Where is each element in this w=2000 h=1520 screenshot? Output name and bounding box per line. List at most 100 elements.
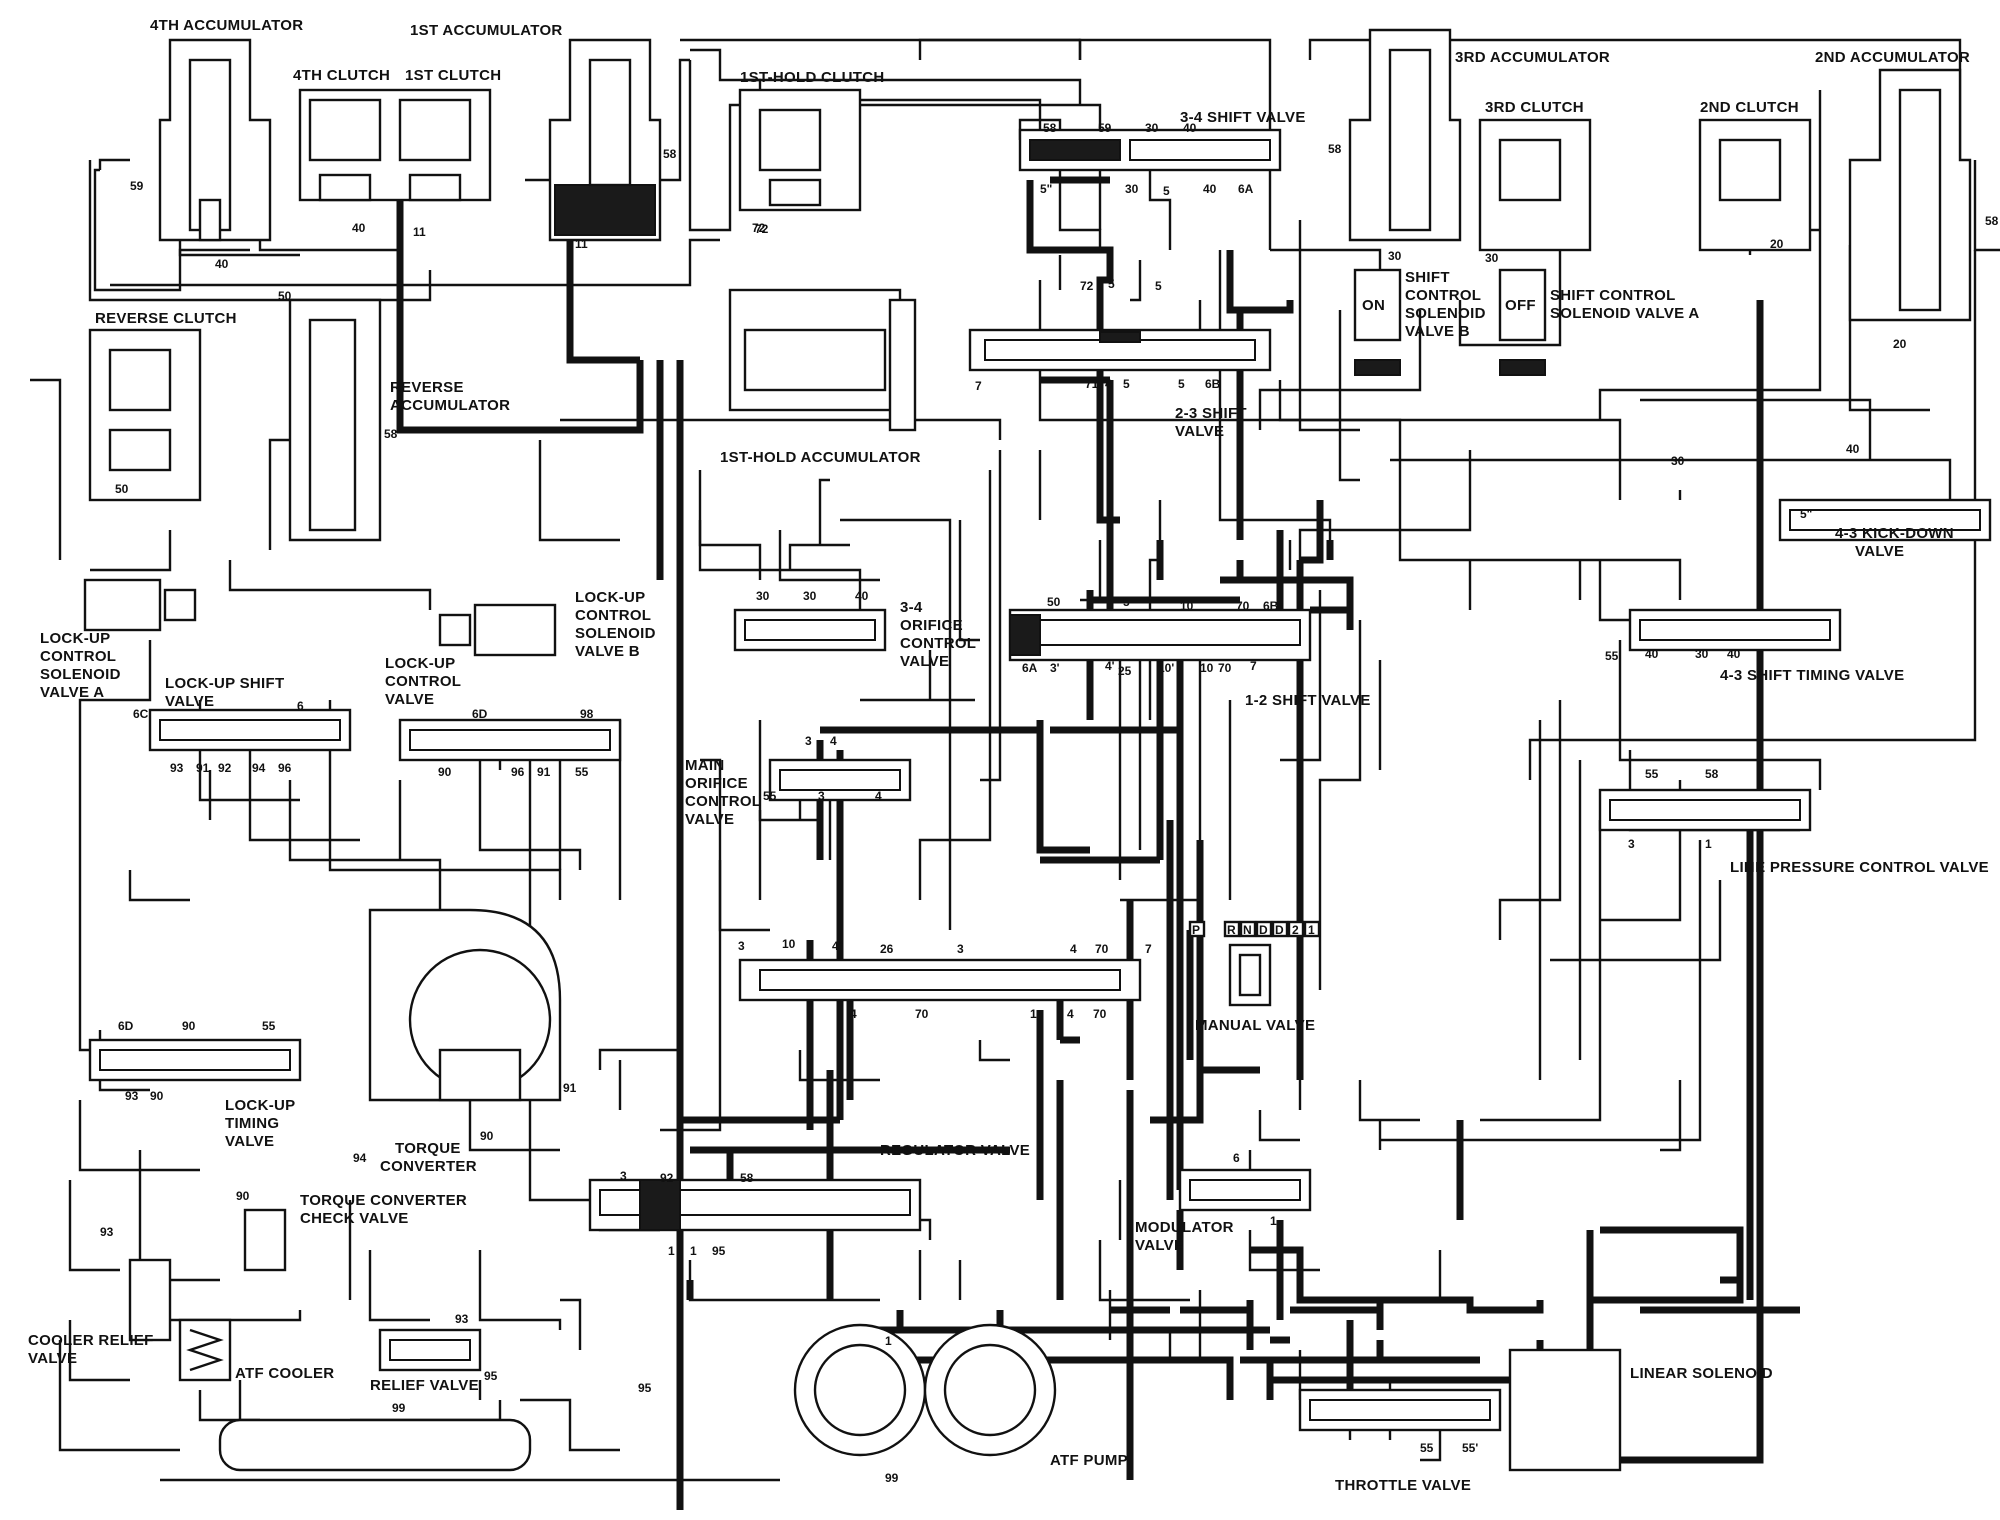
atf-cooler	[178, 1318, 232, 1382]
clutch-1st-hold	[738, 88, 862, 212]
label-3-4-orifice-valve-4: VALVE	[900, 653, 949, 670]
label-shift-solenoid-a-2: SOLENOID VALVE A	[1550, 305, 1700, 322]
label-lockup-solenoid-a-2: CONTROL	[40, 648, 116, 665]
label-modulator-valve-2: VALVE	[1135, 1237, 1184, 1254]
port-number: 90	[438, 765, 452, 779]
port-number: 3	[738, 939, 745, 953]
port-number: 3	[818, 789, 825, 803]
linear-solenoid	[1508, 1348, 1622, 1472]
port-number: 11	[413, 225, 426, 239]
label-tc-check-valve-1: TORQUE CONVERTER	[300, 1192, 467, 1209]
port-number: 91	[196, 761, 210, 775]
label-2-3-shift-valve-1: 2-3 SHIFT	[1175, 405, 1247, 422]
label-torque-converter-1: TORQUE	[395, 1140, 461, 1157]
valve-relief	[378, 1328, 482, 1372]
port-number: 4"	[832, 939, 844, 953]
clutch-4th-1st-assembly	[298, 88, 492, 202]
port-number: 4	[850, 1007, 857, 1021]
port-number: 55	[1645, 767, 1659, 781]
valve-4-3-kickdown	[1778, 498, 1992, 542]
label-3-4-orifice-valve-2: ORIFICE	[900, 617, 963, 634]
port-number: 58	[384, 427, 398, 441]
label-1st-hold-clutch: 1ST-HOLD CLUTCH	[740, 69, 885, 86]
label-lockup-shift-valve-2: VALVE	[165, 693, 214, 710]
port-number: 99	[392, 1401, 406, 1415]
port-number: 50	[115, 482, 129, 496]
port-number: 1	[1705, 837, 1712, 851]
port-number: 72	[752, 221, 766, 235]
label-1st-clutch: 1ST CLUTCH	[405, 67, 501, 84]
port-number: 40	[1846, 442, 1860, 456]
label-lockup-solenoid-a-4: VALVE A	[40, 684, 104, 701]
port-number: 20	[1893, 337, 1907, 351]
label-lockup-timing-valve-3: VALVE	[225, 1133, 274, 1150]
port-number: 6D	[472, 707, 488, 721]
port-number: 58	[740, 1171, 754, 1185]
label-torque-converter-2: CONVERTER	[380, 1158, 477, 1175]
port-number: 20	[1770, 237, 1784, 251]
label-solenoid-a-off: OFF	[1505, 297, 1536, 314]
port-number: 1	[1270, 1214, 1277, 1228]
label-reverse-accumulator-2: ACCUMULATOR	[390, 397, 510, 414]
label-shift-solenoid-b-1: SHIFT	[1405, 269, 1450, 286]
port-number: 58	[1705, 767, 1719, 781]
port-number: 30	[1125, 182, 1139, 196]
port-number: 30	[1485, 251, 1499, 265]
port-number: 94	[353, 1151, 367, 1165]
thick-line-pressure-passages	[396, 176, 1800, 1510]
selector-position-1: 1	[1308, 923, 1315, 937]
port-number: 71	[1085, 377, 1099, 391]
port-number: 5	[1123, 595, 1130, 609]
label-lockup-solenoid-a-1: LOCK-UP	[40, 630, 110, 647]
port-number: 3	[1628, 837, 1635, 851]
label-4-3-kickdown-valve-1: 4-3 KICK-DOWN	[1835, 525, 1954, 542]
label-linear-solenoid: LINEAR SOLENOID	[1630, 1365, 1773, 1382]
port-number: 10	[1180, 599, 1194, 613]
port-number: 4	[1067, 1007, 1074, 1021]
valve-torque-converter-check	[243, 1208, 287, 1272]
port-number: 50	[1047, 595, 1061, 609]
label-lockup-control-valve-2: CONTROL	[385, 673, 461, 690]
port-number: 25	[1118, 664, 1132, 678]
port-number: 10	[782, 937, 796, 951]
port-number: 72	[1080, 279, 1094, 293]
port-number: 93	[125, 1089, 139, 1103]
label-2nd-accumulator: 2ND ACCUMULATOR	[1815, 49, 1970, 66]
solenoid-lockup-b	[438, 603, 557, 657]
port-number: 3	[620, 1169, 627, 1183]
selector-position-2: 2	[1292, 923, 1299, 937]
port-number: 40	[1203, 182, 1217, 196]
port-number: 4	[830, 734, 837, 748]
port-number: 40	[352, 221, 366, 235]
valve-3-4-shift	[1018, 128, 1282, 172]
solenoid-shift-a	[1498, 268, 1547, 376]
label-shift-solenoid-a-1: SHIFT CONTROL	[1550, 287, 1676, 304]
port-number: 4'	[1105, 659, 1115, 673]
port-number: 5	[1108, 277, 1115, 291]
label-1st-hold-accumulator: 1ST-HOLD ACCUMULATOR	[720, 449, 921, 466]
selector-position-d4: D	[1259, 923, 1268, 937]
port-number: 55'	[1462, 1441, 1478, 1455]
port-number: 58	[1328, 142, 1342, 156]
port-number: 70	[1218, 661, 1232, 675]
port-number: 3	[805, 734, 812, 748]
solenoid-shift-b	[1353, 268, 1402, 376]
port-number: 4	[1105, 377, 1112, 391]
port-number: 4	[875, 789, 882, 803]
clutch-reverse	[88, 328, 202, 502]
selector-position-p: P	[1192, 923, 1200, 937]
port-number: 30	[756, 589, 770, 603]
accumulator-4th	[158, 38, 272, 242]
port-number: 90	[150, 1089, 164, 1103]
port-number: 99	[885, 1471, 899, 1485]
port-number: 7	[1250, 659, 1257, 673]
port-number: 10	[1200, 661, 1214, 675]
label-2nd-clutch: 2ND CLUTCH	[1700, 99, 1799, 116]
label-cooler-relief-valve-1: COOLER RELIEF	[28, 1332, 154, 1349]
valve-line-pressure-control	[1598, 788, 1812, 832]
label-lockup-solenoid-b-4: VALVE B	[575, 643, 640, 660]
port-number: 30	[1671, 454, 1685, 468]
port-number: 55	[1420, 1441, 1434, 1455]
label-shift-solenoid-b-2: CONTROL	[1405, 287, 1481, 304]
port-number: 40	[1727, 647, 1741, 661]
